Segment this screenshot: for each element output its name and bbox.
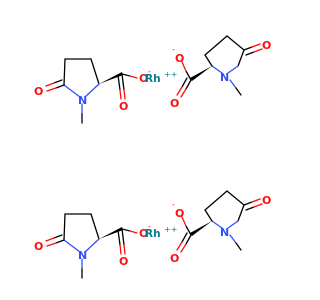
oxygen-label: O bbox=[119, 255, 128, 268]
rhodium-top: Rh ++ bbox=[145, 70, 177, 85]
rhodium-label: Rh bbox=[145, 228, 161, 240]
nitrogen-label: N bbox=[220, 71, 229, 84]
oxygen-label: O bbox=[175, 52, 184, 65]
oxygen-label: O bbox=[139, 72, 148, 85]
oxygen-label: O bbox=[34, 85, 43, 98]
charge-label: ++ bbox=[164, 225, 177, 234]
rhodium-label: Rh bbox=[145, 73, 161, 85]
charge-label: - bbox=[172, 200, 175, 209]
ligand-top-right: O N O - O bbox=[170, 35, 271, 110]
ligand-bottom-right: O N O - O bbox=[170, 190, 271, 265]
oxygen-label: O bbox=[139, 227, 148, 240]
ligand-top-left: O N O - O bbox=[34, 58, 151, 124]
nitrogen-label: N bbox=[78, 94, 87, 107]
nitrogen-label: N bbox=[220, 226, 229, 239]
oxygen-label: O bbox=[175, 207, 184, 220]
oxygen-label: O bbox=[170, 252, 179, 265]
ligand-bottom-left: O N O - O bbox=[34, 213, 151, 279]
charge-label: ++ bbox=[164, 70, 177, 79]
charge-label: - bbox=[172, 45, 175, 54]
nitrogen-label: N bbox=[78, 249, 87, 262]
oxygen-label: O bbox=[262, 194, 271, 207]
oxygen-label: O bbox=[119, 100, 128, 113]
oxygen-label: O bbox=[34, 240, 43, 253]
rhodium-bottom: Rh ++ bbox=[145, 225, 177, 240]
oxygen-label: O bbox=[262, 39, 271, 52]
oxygen-label: O bbox=[170, 97, 179, 110]
molecule-diagram: O N O - O Rh ++ O N bbox=[34, 35, 271, 279]
charge-label: - bbox=[148, 67, 151, 76]
charge-label: - bbox=[148, 222, 151, 231]
